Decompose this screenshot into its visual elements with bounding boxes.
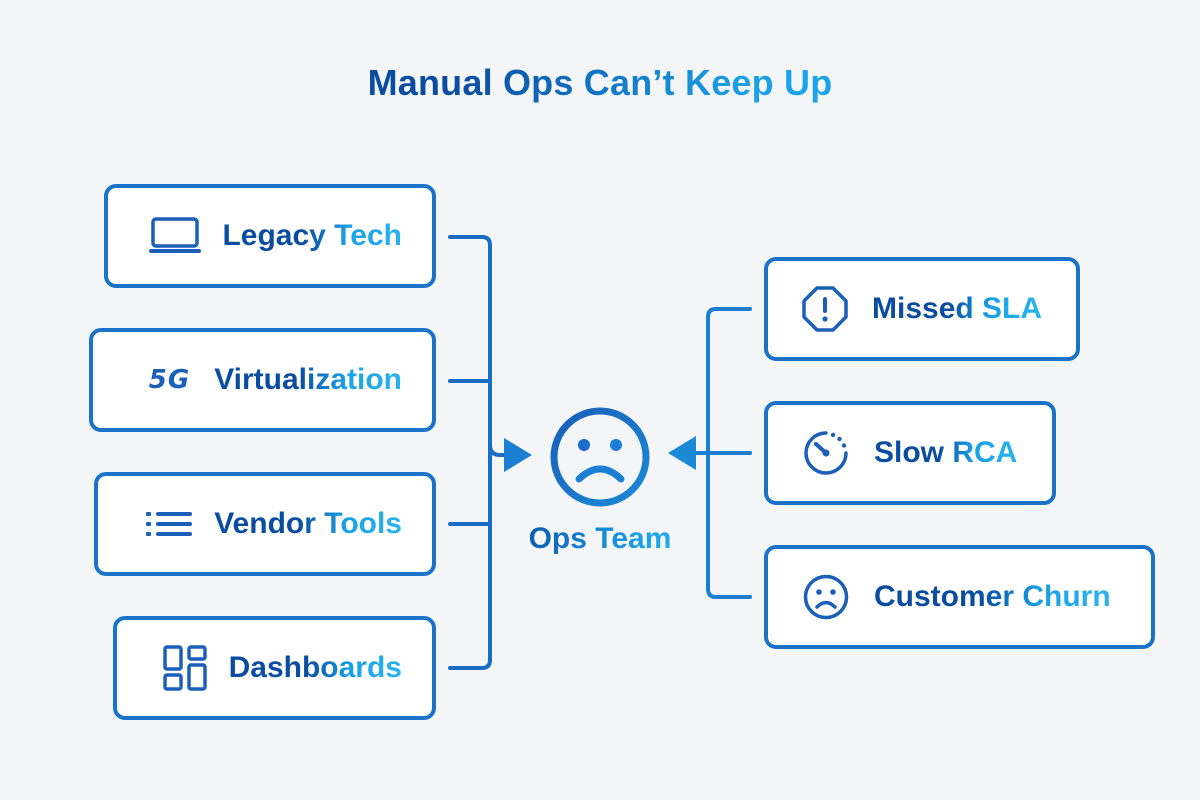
input-label: Dashboards — [228, 651, 402, 684]
diagram-title: Manual Ops Can’t Keep Up — [0, 62, 1200, 104]
timer-icon — [802, 429, 850, 477]
input-label: Legacy Tech — [222, 219, 402, 252]
outcome-box-customer-churn: Customer Churn — [764, 545, 1155, 649]
outcome-label: Missed SLA — [872, 292, 1043, 325]
laptop-icon — [148, 216, 202, 256]
input-label: Virtualization — [214, 363, 402, 396]
input-box-legacy-tech: Legacy Tech — [104, 184, 436, 288]
input-box-virtualization: 5G Virtualization — [89, 328, 436, 432]
input-label: Vendor Tools — [214, 507, 402, 540]
outcome-box-missed-sla: Missed SLA — [764, 257, 1080, 361]
right-connector-bracket — [692, 307, 752, 599]
5g-icon: 5G — [148, 365, 191, 395]
left-arrow-head — [504, 438, 532, 472]
ops-team-label: Ops Team — [500, 522, 700, 556]
left-connector-bracket — [448, 235, 508, 670]
outcome-label: Customer Churn — [874, 580, 1111, 613]
outcome-box-slow-rca: Slow RCA — [764, 401, 1056, 505]
right-arrow-head — [668, 436, 696, 470]
outcome-label: Slow RCA — [874, 436, 1018, 469]
ops-team-sad-face-icon — [548, 405, 652, 514]
list-icon — [146, 510, 193, 538]
dashboard-icon — [162, 645, 207, 691]
alert-octagon-icon — [802, 286, 848, 332]
input-box-dashboards: Dashboards — [113, 616, 436, 720]
input-box-vendor-tools: Vendor Tools — [94, 472, 436, 576]
sad-face-icon — [802, 573, 850, 621]
